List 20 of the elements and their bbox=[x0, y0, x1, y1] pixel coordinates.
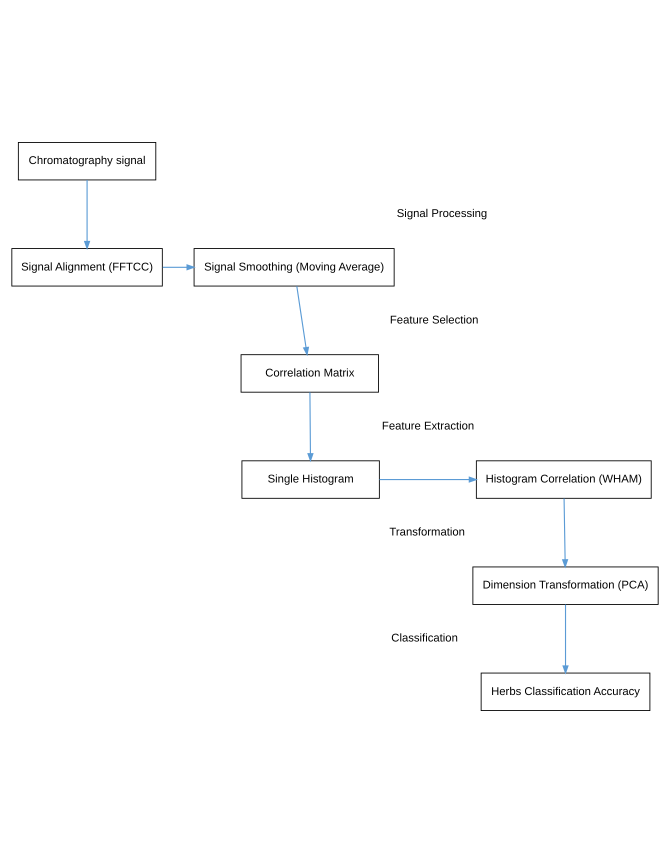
arrow bbox=[379, 476, 478, 483]
arrow bbox=[84, 180, 90, 250]
label: Signal Processing bbox=[396, 208, 488, 220]
arrow bbox=[296, 286, 310, 356]
label: Classification bbox=[391, 632, 458, 645]
arrow bbox=[162, 264, 196, 271]
node-box: Chromatography signal bbox=[18, 142, 156, 180]
arrow bbox=[307, 392, 314, 462]
node-box: Signal Smoothing (Moving Average) bbox=[194, 248, 395, 286]
label: Feature Selection bbox=[390, 314, 478, 326]
node-box: Correlation Matrix bbox=[240, 354, 379, 393]
label: Transformation bbox=[389, 526, 465, 539]
label: Feature Extraction bbox=[382, 420, 474, 432]
node-box: Histogram Correlation (WHAM) bbox=[476, 460, 652, 499]
node-box: Dimension Transformation (PCA) bbox=[472, 566, 659, 605]
arrow bbox=[562, 498, 568, 568]
node-box: Signal Alignment (FFTCC) bbox=[11, 248, 163, 286]
arrow bbox=[562, 604, 569, 675]
node-box: Herbs Classification Accuracy bbox=[480, 672, 650, 711]
node-box: Single Histogram bbox=[241, 460, 380, 499]
